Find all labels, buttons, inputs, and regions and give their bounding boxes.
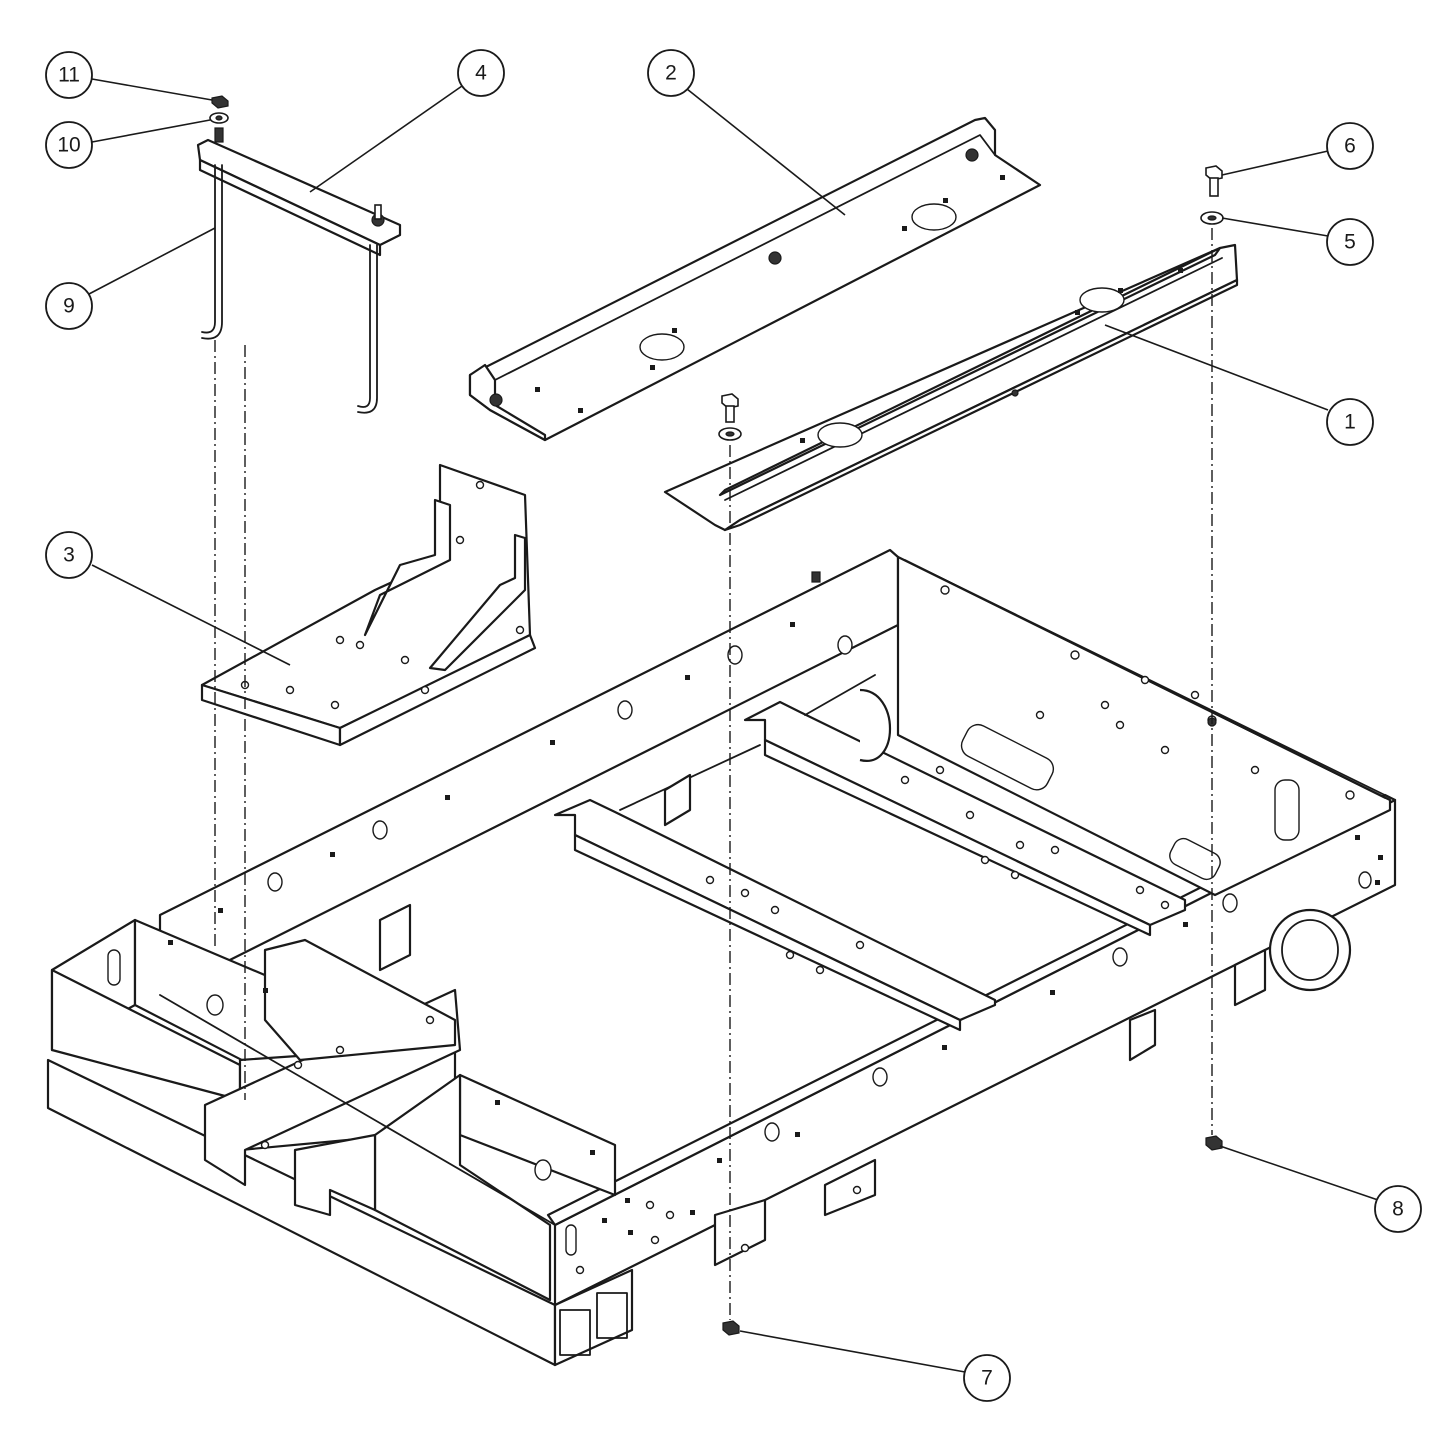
main-frame [46, 548, 1397, 1367]
callout-label: 11 [58, 64, 80, 87]
alignment-lines [214, 228, 1213, 1320]
callout-2: 2 [647, 49, 695, 97]
callout-label: 9 [63, 295, 75, 318]
callout-label: 3 [63, 544, 75, 567]
callout-3: 3 [45, 531, 93, 579]
plate-part-2 [468, 116, 1042, 442]
callout-label: 8 [1392, 1198, 1404, 1221]
callout-label: 4 [475, 62, 487, 85]
callout-7: 7 [963, 1354, 1011, 1402]
callout-label: 7 [981, 1367, 993, 1390]
callout-4: 4 [457, 49, 505, 97]
callout-1: 1 [1326, 398, 1374, 446]
callout-label: 6 [1344, 135, 1356, 158]
callout-label: 5 [1344, 231, 1356, 254]
callout-leaders [88, 78, 1379, 1373]
callout-label: 2 [665, 62, 677, 85]
channel-part-1 [663, 243, 1239, 532]
callout-8: 8 [1374, 1185, 1422, 1233]
callout-label: 10 [57, 134, 80, 157]
bracket-part-3 [200, 463, 537, 747]
callout-5: 5 [1326, 218, 1374, 266]
callout-11: 11 [45, 51, 93, 99]
callout-6: 6 [1326, 122, 1374, 170]
callout-10: 10 [45, 121, 93, 169]
callout-label: 1 [1344, 411, 1356, 434]
callout-9: 9 [45, 282, 93, 330]
hardware [209, 95, 1224, 1336]
frame-fastener-holes [168, 585, 1383, 1275]
hook-rod-part-9 [201, 164, 378, 414]
hold-down-bar-part-4 [196, 138, 402, 257]
